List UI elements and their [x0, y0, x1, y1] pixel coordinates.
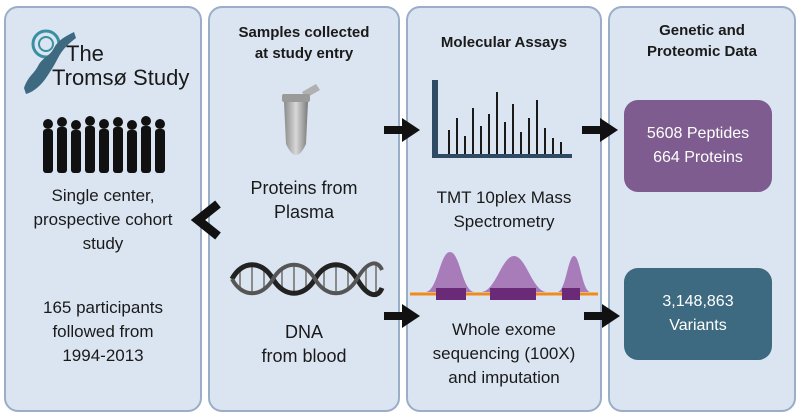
arrow-proteins-to-mass-spec-icon	[384, 118, 420, 142]
study-description-line: study	[82, 234, 124, 253]
proteins-label-line: Proteins from	[250, 178, 358, 198]
proteins-label-line: Plasma	[273, 202, 335, 222]
study-description-line: prospective cohort	[33, 210, 173, 229]
assays-heading: Molecular Assays	[440, 34, 568, 51]
data-panel: Genetic and Proteomic Data 5608 Peptides…	[608, 6, 796, 412]
mass-spec-label-line: Spectrometry	[453, 212, 555, 231]
dna-helix-icon	[229, 261, 385, 298]
exome-label-line: and imputation	[448, 368, 560, 387]
participants-info: 165 participants followed from 1994-2013	[6, 296, 200, 368]
arrow-exome-to-genetic-icon	[584, 304, 620, 328]
peptides-count: 5608 Peptides	[646, 125, 750, 142]
exome-label: Whole exome sequencing (100X) and imputa…	[408, 318, 600, 390]
proteomic-data-box: 5608 Peptides 664 Proteins	[624, 100, 772, 192]
variants-label: Variants	[669, 317, 727, 334]
left-chevron-arrow-icon	[190, 200, 221, 240]
assays-panel: Molecular Assays TMT 10plex Mass Spectro…	[406, 6, 602, 412]
data-heading-line: Proteomic Data	[646, 43, 758, 60]
participants-line: 165 participants	[42, 298, 164, 317]
people-silhouette-icon	[43, 116, 165, 173]
study-panel: The Tromsø Study Single center, prospect…	[4, 6, 202, 412]
dna-label-line: DNA	[284, 322, 323, 342]
proteins-label: Proteins from Plasma	[210, 176, 398, 224]
norway-map-logo-icon	[24, 29, 76, 94]
exome-label-line: Whole exome	[452, 320, 556, 339]
genetic-data-box: 3,148,863 Variants	[624, 268, 772, 360]
arrow-dna-to-exome-icon	[384, 304, 420, 328]
participants-line: 1994-2013	[62, 346, 144, 365]
arrow-mass-spec-to-proteomic-icon	[582, 118, 618, 142]
exome-label-line: sequencing (100X)	[432, 344, 576, 363]
data-heading: Genetic and Proteomic Data	[610, 20, 794, 62]
proteins-count: 664 Proteins	[653, 149, 743, 166]
dna-label: DNA from blood	[210, 320, 398, 368]
samples-heading-line: Samples collected	[238, 24, 370, 41]
study-description: Single center, prospective cohort study	[6, 184, 200, 256]
exome-coverage-icon	[410, 252, 598, 300]
samples-heading: Samples collected at study entry	[210, 22, 398, 64]
mass-spec-label-line: TMT 10plex Mass	[436, 188, 572, 207]
logo-line-1: The	[66, 41, 104, 66]
logo-line-2: Tromsø Study	[52, 65, 190, 90]
mass-spec-label: TMT 10plex Mass Spectrometry	[408, 186, 600, 234]
tube-icon	[282, 84, 320, 155]
dna-label-line: from blood	[261, 346, 347, 366]
variants-count: 3,148,863	[662, 293, 734, 310]
participants-line: followed from	[52, 322, 154, 341]
samples-heading-line: at study entry	[254, 45, 354, 62]
data-heading-line: Genetic and	[659, 22, 745, 39]
samples-panel: Samples collected at study entry Protein…	[208, 6, 400, 412]
study-description-line: Single center,	[51, 186, 155, 205]
mass-spectrum-icon	[432, 80, 572, 158]
